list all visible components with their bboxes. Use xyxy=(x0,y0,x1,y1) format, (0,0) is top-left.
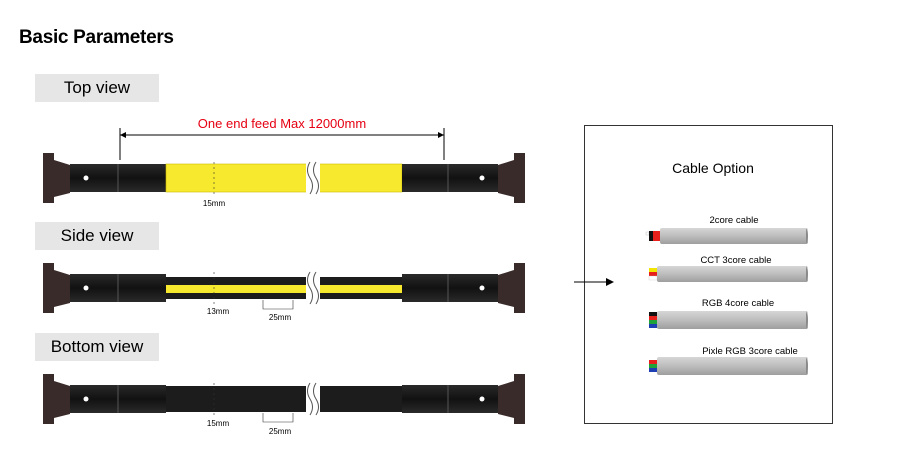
cable-option-pixle-rgb-3core: Pixle RGB 3core cable xyxy=(649,346,808,375)
cable-option-title: Cable Option xyxy=(672,160,754,176)
cable-option-label: Pixle RGB 3core cable xyxy=(702,346,798,357)
bottom-view-label: Bottom view xyxy=(35,333,159,361)
top-view-strip: One end feed Max 12000mm 15mm xyxy=(43,116,525,208)
right-end-cap xyxy=(514,263,525,313)
side-width-label: 13mm xyxy=(207,307,230,316)
top-width-label: 15mm xyxy=(203,199,226,208)
left-end-cap xyxy=(43,374,54,424)
top-view-label: Top view xyxy=(35,74,159,102)
right-end-cap xyxy=(514,153,525,203)
bottom-width-label: 15mm xyxy=(207,419,230,428)
cable-option-cct-3core: CCT 3core cable xyxy=(648,255,808,282)
cable-option-label: RGB 4core cable xyxy=(702,298,774,309)
cable-option-label: 2core cable xyxy=(709,215,758,226)
right-end-cap xyxy=(514,374,525,424)
page-title: Basic Parameters xyxy=(19,27,174,48)
max-length-note: One end feed Max 12000mm xyxy=(198,116,366,131)
led-strip-body xyxy=(165,163,403,193)
cable-option-label: CCT 3core cable xyxy=(700,255,771,266)
cable-option-rgb-4core: RGB 4core cable xyxy=(649,298,808,329)
bottom-pitch-label: 25mm xyxy=(269,427,292,436)
bottom-view-strip: 15mm 25mm xyxy=(43,374,525,436)
side-view-label: Side view xyxy=(35,222,159,250)
left-end-cap xyxy=(43,263,54,313)
left-end-cap xyxy=(43,153,54,203)
led-strip-body xyxy=(166,386,402,412)
side-view-strip: 13mm 25mm xyxy=(43,263,525,322)
side-pitch-label: 25mm xyxy=(269,313,292,322)
cable-option-2core: 2core cable xyxy=(645,215,808,244)
